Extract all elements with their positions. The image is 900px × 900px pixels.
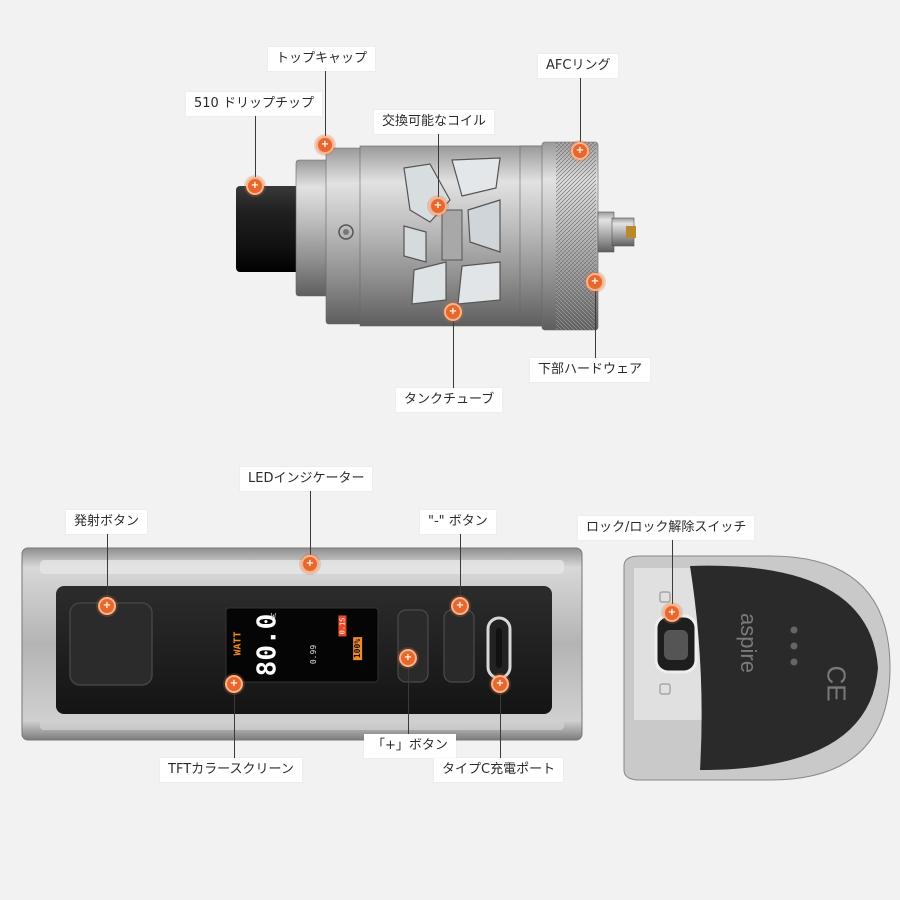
- fire-button-marker[interactable]: +: [98, 597, 116, 615]
- bottom-hardware-label: 下部ハードウェア: [530, 358, 651, 382]
- tank-tube-label: タンクチューブ: [396, 388, 503, 412]
- lock-switch-label: ロック/ロック解除スイッチ: [578, 516, 755, 540]
- fire-button-label: 発射ボタン: [66, 510, 148, 534]
- top-cap-label: トップキャップ: [268, 47, 376, 71]
- plus-button-marker[interactable]: +: [399, 649, 417, 667]
- led-indicator-marker[interactable]: +: [301, 555, 319, 573]
- screen-wattage: 80.0: [252, 613, 283, 677]
- coil-marker[interactable]: +: [429, 197, 447, 215]
- tft-screen-marker[interactable]: +: [225, 675, 243, 693]
- fire-button-shape: [69, 602, 153, 686]
- screen-battery: 100%: [353, 636, 363, 661]
- drip-tip-marker[interactable]: +: [246, 177, 264, 195]
- coil-label: 交換可能なコイル: [374, 110, 495, 134]
- typec-port-label: タイプC充電ポート: [434, 758, 564, 782]
- top-cap-marker[interactable]: +: [316, 136, 334, 154]
- afc-ring-label: AFCリング: [538, 54, 619, 78]
- tank-tube-marker[interactable]: +: [444, 303, 462, 321]
- drip-tip-label: 510 ドリップチップ: [186, 92, 322, 116]
- mod-front: [21, 547, 583, 741]
- screen-mode: WATT: [232, 631, 244, 656]
- typec-port-marker[interactable]: +: [491, 675, 509, 693]
- screen-unit: W: [271, 612, 276, 621]
- bottom-hardware-marker[interactable]: +: [586, 273, 604, 291]
- brand-logo: aspire: [735, 613, 761, 673]
- afc-ring-marker[interactable]: +: [571, 142, 589, 160]
- drip-tip: [236, 186, 300, 272]
- minus-button-marker[interactable]: +: [451, 597, 469, 615]
- bottom-hardware: [597, 211, 615, 253]
- ce-mark: CE: [821, 665, 852, 702]
- screen-puff-time: 0.1S: [338, 615, 347, 637]
- led-indicator-label: LEDインジケーター: [240, 467, 373, 491]
- minus-button-label: "-" ボタン: [420, 510, 496, 534]
- lock-switch-marker[interactable]: +: [663, 604, 681, 622]
- screen-resistance: 0.99: [309, 644, 319, 665]
- tank: [236, 141, 636, 331]
- mod-side: [623, 555, 891, 781]
- tft-screen-label: TFTカラースクリーン: [160, 758, 302, 782]
- plus-button-label: 「+」ボタン: [364, 734, 456, 758]
